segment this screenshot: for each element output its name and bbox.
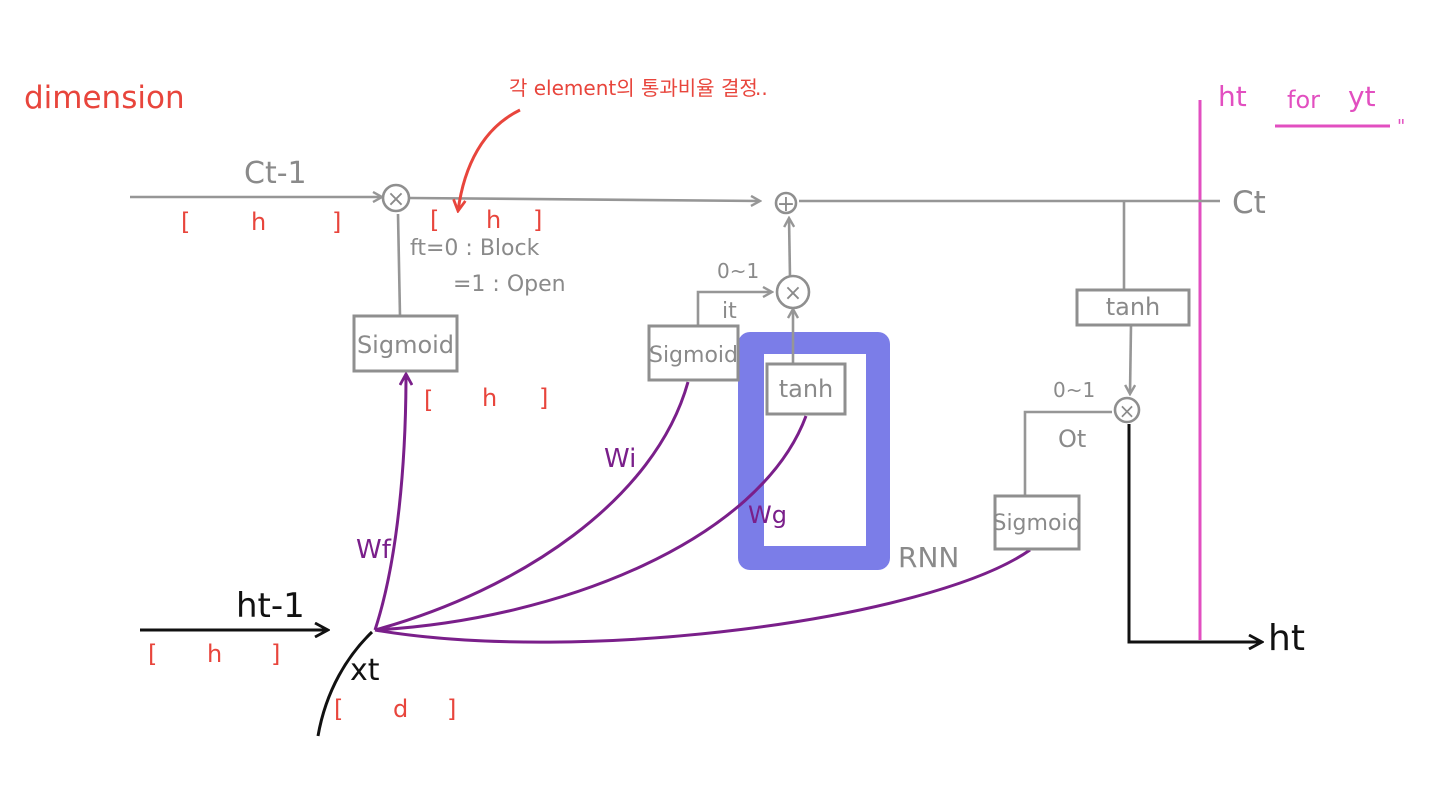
ft-open-label: =1 : Open	[453, 272, 566, 297]
o-range-label: 0~1	[1053, 378, 1095, 402]
forget-mul-symbol: ×	[387, 187, 405, 212]
note-top-ellipsis: ..	[755, 76, 768, 100]
c-prev-dim-close: ]	[332, 208, 341, 236]
c-mid-dim-value: h	[486, 206, 501, 234]
forget-sigmoid-to-mul	[396, 213, 402, 317]
sigmoid-forget-label: Sigmoid	[357, 331, 454, 359]
note-top-label: 각 element의 통과비율 결정	[509, 76, 758, 100]
note-arrow	[458, 108, 521, 211]
x-input-curve	[316, 630, 374, 737]
cell-state-mid-line	[409, 198, 760, 201]
wf-curve	[373, 374, 406, 631]
h-t-label: ht	[1268, 618, 1305, 659]
h-prev-label: ht-1	[236, 586, 305, 626]
f-dim-open: [	[424, 386, 433, 414]
sigmoid-forget-box: Sigmoid	[352, 314, 459, 373]
ht-for-yt-y: yt	[1348, 80, 1376, 113]
tanh-g-label: tanh	[779, 375, 834, 403]
wi-curve	[374, 381, 690, 632]
f-dim-value: h	[482, 384, 497, 412]
tanh-cell-label: tanh	[1106, 293, 1161, 321]
c-mid-dimension: [ h ]	[430, 206, 542, 234]
o-t-label: Ot	[1058, 425, 1086, 453]
h-prev-dim-open: [	[148, 640, 157, 668]
ht-for-yt-for: for	[1287, 86, 1320, 114]
ht-for-yt-h: ht	[1218, 80, 1247, 113]
c-prev-label: Ct-1	[244, 156, 307, 191]
x-dimension: [ d ]	[334, 695, 456, 723]
dimension-label: dimension	[24, 80, 185, 116]
ft-block-label: ft=0 : Block	[410, 236, 540, 261]
f-dimension: [ h ]	[424, 384, 548, 414]
cell-add-op: +	[774, 191, 798, 217]
h-prev-dim-value: h	[207, 640, 222, 668]
c-prev-dim-open: [	[181, 208, 190, 236]
i-range-label: 0~1	[717, 259, 759, 283]
tanh-g-box: tanh	[765, 362, 847, 416]
c-mid-dim-open: [	[430, 206, 439, 234]
c-mid-dim-close: ]	[533, 206, 542, 234]
output-ht-line	[1127, 424, 1262, 642]
forget-mul-op: ×	[381, 183, 411, 213]
ht-for-yt-end-mark: "	[1397, 116, 1405, 137]
x-dim-value: d	[393, 695, 408, 723]
input-sigmoid-to-mul	[696, 292, 772, 326]
wg-label: Wg	[748, 501, 787, 529]
input-mul-to-add	[789, 218, 790, 278]
wg-curve	[374, 415, 808, 632]
output-sigmoid-to-mul	[1023, 410, 1112, 496]
tanh-to-output-mul	[1130, 324, 1131, 394]
input-mul-op: ×	[775, 274, 811, 310]
cell-add-symbol: +	[777, 192, 795, 217]
f-dim-close: ]	[539, 384, 548, 412]
sigmoid-output-box: Sigmoid	[992, 494, 1082, 551]
c-t-label: Ct	[1232, 185, 1266, 221]
x-dim-close: ]	[447, 695, 456, 723]
i-t-label: it	[722, 299, 737, 324]
sigmoid-input-label: Sigmoid	[649, 343, 738, 368]
sigmoid-input-box: Sigmoid	[647, 324, 740, 382]
c-prev-dimension: [ h ]	[181, 208, 341, 236]
output-mul-symbol: ×	[1119, 399, 1136, 423]
input-mul-symbol: ×	[784, 281, 802, 306]
wf-label: Wf	[356, 535, 392, 565]
output-mul-op: ×	[1113, 396, 1141, 424]
h-prev-dimension: [ h ]	[148, 640, 280, 668]
wo-curve	[374, 548, 1031, 644]
x-t-label: xt	[350, 653, 380, 688]
tanh-cell-box: tanh	[1075, 288, 1191, 327]
sigmoid-output-label: Sigmoid	[992, 511, 1081, 536]
x-dim-open: [	[334, 695, 343, 723]
h-prev-dim-close: ]	[271, 640, 280, 668]
c-prev-dim-value: h	[251, 208, 266, 236]
rnn-label: RNN	[898, 541, 959, 574]
wi-label: Wi	[604, 444, 636, 474]
